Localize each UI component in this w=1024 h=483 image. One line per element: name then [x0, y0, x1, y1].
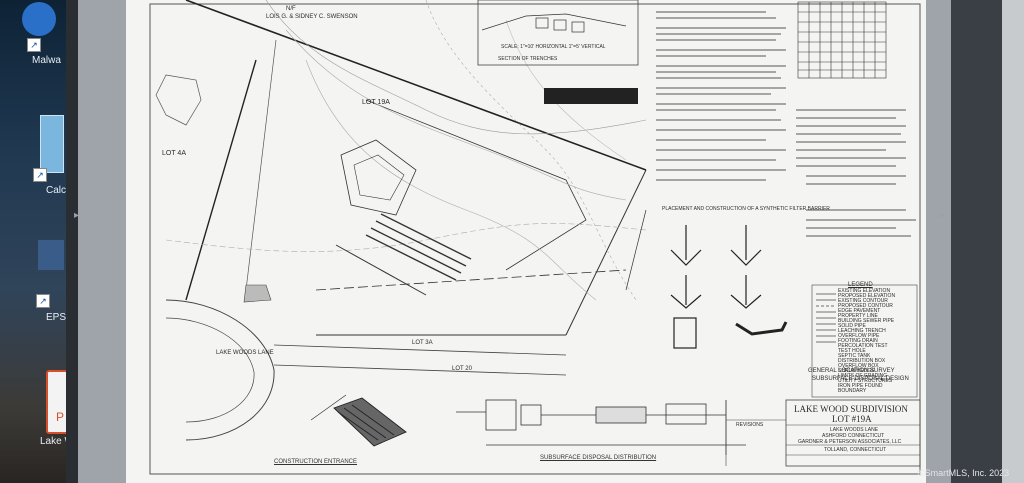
- section-title: SECTION OF TRENCHES: [498, 56, 558, 62]
- title-block-road: LAKE WOODS LANE: [830, 427, 879, 433]
- legend-item: UTILITY STRUCTURES: [838, 378, 893, 384]
- lot-20-label: LOT 20: [452, 366, 472, 372]
- legend-title: LEGEND: [848, 282, 873, 288]
- window-left-frame: [66, 0, 80, 483]
- shortcut-arrow-icon: ↗: [27, 38, 41, 52]
- filter-barrier-title: PLACEMENT AND CONSTRUCTION OF A SYNTHETI…: [662, 206, 830, 212]
- legend-item: SHRUB/HEDGE: [838, 368, 875, 374]
- legend-item: IRON PIPE FOUND: [838, 383, 883, 389]
- desktop-icon-label[interactable]: EPSO: [46, 312, 74, 323]
- legend-item: OVERFLOW BOX: [838, 363, 879, 369]
- legend-item: PROPOSED CONTOUR: [838, 303, 893, 309]
- site-plan-sheet: N/F LOIS G. & SIDNEY C. SWENSON LOT 19A …: [126, 0, 926, 483]
- title-block-design: SUBSURFACE DISPOSAL DESIGN: [812, 376, 909, 382]
- legend-item: SEPTIC TANK: [838, 353, 871, 359]
- shortcut-arrow-icon: ↗: [36, 294, 50, 308]
- watermark: ©SmartMLS, Inc. 2023: [918, 468, 1010, 478]
- shortcut-arrow-icon: ↗: [33, 168, 47, 182]
- legend-item: OVERFLOW PIPE: [838, 333, 880, 339]
- legend-item: DISTRIBUTION BOX: [838, 358, 886, 364]
- revisions-label: REVISIONS: [736, 422, 764, 428]
- title-block-lot: LOT #19A: [832, 414, 872, 424]
- legend-item: PROPOSED ELEVATION: [838, 293, 896, 299]
- legend-item: BUILDING SEWER PIPE: [838, 318, 895, 324]
- legend-item: PERCOLATION TEST: [838, 343, 888, 349]
- title-block-firm: GARDNER & PETERSON ASSOCIATES, LLC: [798, 439, 902, 445]
- title-block-subdivision: LAKE WOOD SUBDIVISION: [794, 404, 908, 414]
- lot-19a-label: LOT 19A: [362, 99, 390, 106]
- legend-item: TEST HOLE: [838, 348, 866, 354]
- title-block-survey: GENERAL LOCATION SURVEY: [808, 368, 895, 374]
- lot-4a-label: LOT 4A: [162, 150, 186, 157]
- owner-label-name: LOIS G. & SIDNEY C. SWENSON: [266, 14, 358, 20]
- legend-item: SOLID PIPE: [838, 323, 866, 329]
- section-scale-label: SCALE: 1"=10' HORIZONTAL 1"=5' VERTICAL: [501, 44, 606, 50]
- scroll-left-arrow-icon[interactable]: ▸: [74, 210, 80, 221]
- legend-item: BOUNDARY: [838, 388, 867, 394]
- legend-item: LEACHING TRENCH: [838, 328, 886, 334]
- title-block-town: ASHFORD CONNECTICUT: [822, 433, 885, 439]
- desktop-icon-label[interactable]: Calc: [46, 185, 67, 196]
- legend-item: LIMITS OF GRADING: [838, 373, 888, 379]
- legend-item: EXISTING CONTOUR: [838, 298, 888, 304]
- document-viewer: N/F LOIS G. & SIDNEY C. SWENSON LOT 19A …: [78, 0, 951, 483]
- legend-item: FOOTING DRAIN: [838, 338, 878, 344]
- vertical-scrollbar[interactable]: [1002, 0, 1024, 483]
- road-label: LAKE WOODS LANE: [216, 350, 274, 356]
- lot-3a-label: LOT 3A: [412, 340, 433, 346]
- epson-icon[interactable]: [38, 240, 78, 270]
- legend-list: EXISTING ELEVATION PROPOSED ELEVATION EX…: [838, 289, 918, 394]
- legend-item: EXISTING ELEVATION: [838, 288, 891, 294]
- owner-label-nf: N/F: [286, 6, 296, 12]
- title-block-firm-location: TOLLAND, CONNECTICUT: [824, 447, 887, 453]
- desktop-icon-label[interactable]: Lake Wo: [40, 436, 80, 447]
- calculator-icon[interactable]: [40, 115, 80, 173]
- scroll-right-arrow-icon[interactable]: ▸: [940, 210, 946, 221]
- site-plan-drawing: [149, 0, 921, 475]
- legend-item: PROPERTY LINE: [838, 313, 878, 319]
- distribution-title: SUBSURFACE DISPOSAL DISTRIBUTION: [540, 455, 657, 461]
- malwarebytes-icon[interactable]: [22, 2, 62, 36]
- construction-entrance-label: CONSTRUCTION ENTRANCE: [274, 459, 358, 465]
- desktop-icon-label[interactable]: Malwa: [32, 55, 61, 66]
- legend-item: EDGE PAVEMENT: [838, 308, 881, 314]
